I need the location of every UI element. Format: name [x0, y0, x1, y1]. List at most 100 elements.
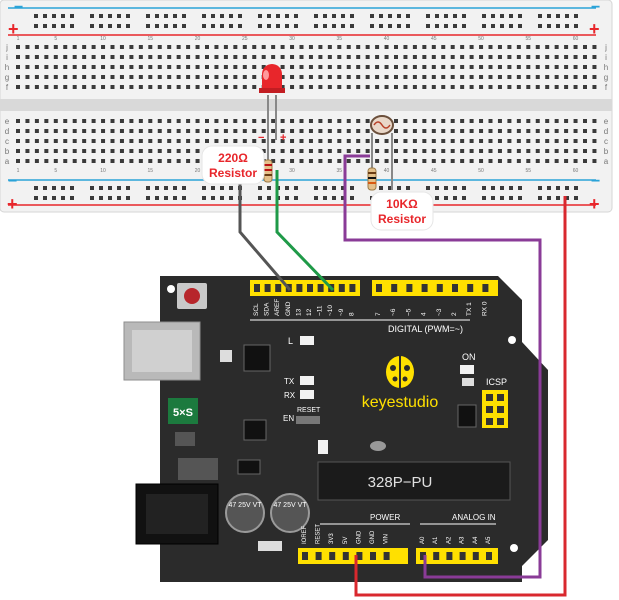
- breadboard-hole: [34, 159, 39, 163]
- breadboard-hole: [450, 55, 455, 59]
- breadboard-hole: [138, 139, 143, 143]
- smd-part: [318, 440, 328, 454]
- bottom-left-plus-symbol: +: [7, 194, 18, 214]
- breadboard-hole: [72, 75, 77, 79]
- breadboard-hole: [412, 75, 417, 79]
- bottom-terminal-strip: [16, 119, 597, 163]
- breadboard-hole: [205, 129, 209, 133]
- top-rail-holes: [34, 14, 578, 28]
- rail-hole: [453, 24, 457, 28]
- breadboard-hole: [583, 85, 587, 89]
- reset-button-cap[interactable]: [184, 288, 200, 304]
- breadboard-hole: [403, 119, 408, 123]
- breadboard-hole: [223, 119, 228, 123]
- rail-hole: [574, 14, 578, 18]
- digital-pin-label: AREF: [274, 299, 281, 316]
- bottom-right-plus-symbol: +: [589, 194, 600, 214]
- header-pin: [486, 552, 492, 560]
- breadboard-hole: [365, 85, 370, 89]
- breadboard-hole: [223, 75, 228, 79]
- breadboard-hole: [583, 55, 587, 59]
- rail-hole: [276, 14, 280, 18]
- arduino-board: 5×S 47 25V VT 47 25V VT L TX RX EN RESET: [123, 276, 548, 582]
- breadboard-hole: [110, 159, 115, 163]
- center-channel: [0, 99, 612, 111]
- breadboard-hole: [261, 45, 266, 49]
- breadboard-hole: [403, 129, 408, 133]
- led-l-label: L: [288, 336, 293, 346]
- breadboard-hole: [583, 129, 587, 133]
- breadboard-hole: [129, 119, 134, 123]
- column-number: 50: [478, 168, 484, 174]
- rail-hole: [229, 14, 233, 18]
- analog-label: ANALOG IN: [452, 513, 496, 522]
- breadboard-hole: [497, 159, 502, 163]
- breadboard-hole: [516, 55, 521, 59]
- breadboard-hole: [535, 45, 540, 49]
- breadboard-hole: [242, 65, 247, 69]
- breadboard-hole: [233, 55, 238, 59]
- rail-hole: [435, 186, 439, 190]
- breadboard-hole: [346, 159, 351, 163]
- breadboard-hole: [583, 159, 587, 163]
- rail-hole: [238, 24, 242, 28]
- breadboard-hole: [101, 129, 106, 133]
- crystal: [370, 441, 386, 451]
- header-pin: [406, 284, 413, 292]
- breadboard-hole: [44, 159, 49, 163]
- rail-hole: [518, 186, 522, 190]
- breadboard-hole: [573, 65, 578, 69]
- breadboard-hole: [148, 55, 153, 59]
- breadboard-hole: [110, 129, 115, 133]
- breadboard-hole: [346, 85, 351, 89]
- breadboard-hole: [479, 119, 484, 123]
- top-terminal-strip: [16, 45, 597, 89]
- breadboard-hole: [375, 159, 380, 163]
- breadboard-hole: [497, 55, 502, 59]
- breadboard-hole: [460, 149, 465, 153]
- rail-hole: [99, 186, 103, 190]
- breadboard-hole: [337, 75, 342, 79]
- breadboard-hole: [148, 75, 153, 79]
- breadboard-hole: [516, 139, 521, 143]
- breadboard-hole: [337, 159, 342, 163]
- row-letter: e: [604, 117, 609, 126]
- breadboard-hole: [479, 75, 484, 79]
- column-number: 35: [337, 168, 343, 174]
- breadboard-hole: [290, 129, 295, 133]
- breadboard-hole: [412, 55, 417, 59]
- breadboard-hole: [280, 149, 285, 153]
- breadboard-hole: [554, 65, 559, 69]
- breadboard-hole: [394, 119, 398, 123]
- column-number: 5: [54, 168, 57, 174]
- breadboard-hole: [356, 45, 361, 49]
- breadboard-hole: [16, 159, 20, 163]
- rail-hole: [538, 24, 542, 28]
- breadboard-hole: [271, 45, 276, 49]
- breadboard-hole: [91, 139, 96, 143]
- rail-hole: [126, 24, 130, 28]
- breadboard-hole: [356, 129, 361, 133]
- breadboard-hole: [507, 45, 512, 49]
- breadboard-hole: [186, 75, 191, 79]
- breadboard-hole: [205, 75, 209, 79]
- breadboard-hole: [299, 45, 304, 49]
- breadboard-hole: [412, 139, 417, 143]
- column-number: 45: [431, 36, 437, 42]
- breadboard-hole: [394, 75, 398, 79]
- breadboard-hole: [337, 85, 342, 89]
- rail-hole: [538, 196, 542, 200]
- header-pin: [317, 284, 324, 292]
- breadboard-hole: [526, 75, 531, 79]
- breadboard-hole: [205, 65, 209, 69]
- rail-hole: [426, 14, 430, 18]
- breadboard-hole: [63, 75, 68, 79]
- breadboard-hole: [82, 55, 87, 59]
- breadboard-hole: [16, 119, 20, 123]
- rail-hole: [52, 186, 56, 190]
- rail-hole: [70, 186, 74, 190]
- breadboard-hole: [327, 129, 332, 133]
- row-letter: c: [604, 137, 608, 146]
- breadboard-hole: [205, 45, 209, 49]
